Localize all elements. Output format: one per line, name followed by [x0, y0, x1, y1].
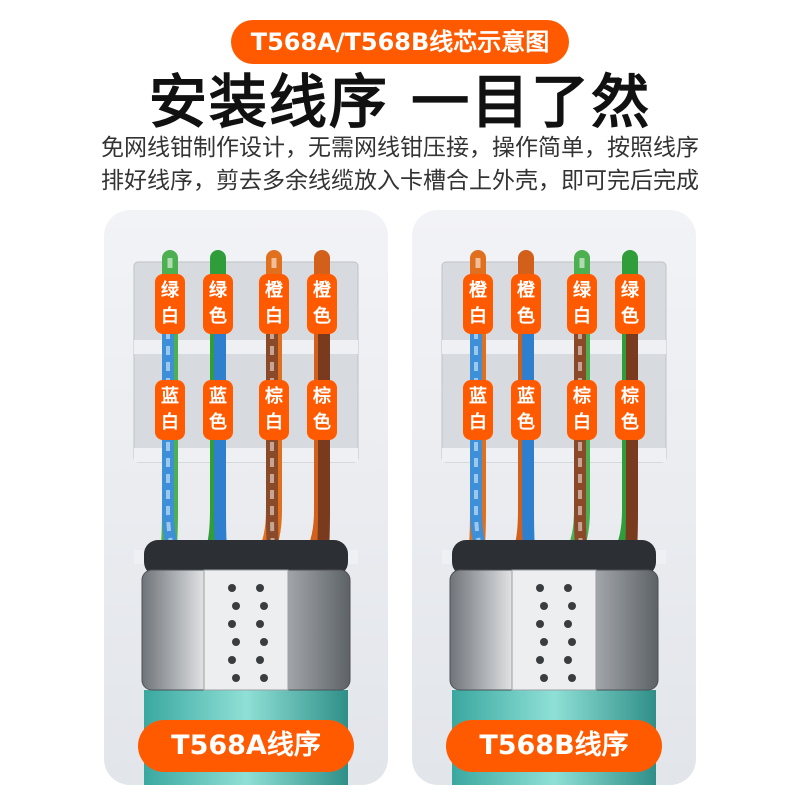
wire-type-text: 色	[313, 306, 331, 327]
wire-label: 橙白	[463, 274, 493, 334]
wire	[624, 324, 638, 566]
wire-color-text: 橙	[469, 280, 487, 301]
wire-color-text: 橙	[313, 280, 331, 301]
wire-type-text: 色	[517, 412, 535, 433]
wire-color-text: 橙	[265, 280, 283, 301]
wire-label: 棕色	[307, 380, 337, 440]
wire-color-text: 蓝	[209, 386, 227, 407]
connector-illustration	[133, 250, 359, 785]
wire-label: 绿色	[615, 274, 645, 334]
wire-type-text: 白	[265, 412, 283, 433]
wire-type-text: 白	[161, 306, 179, 327]
description-line-1: 免网线钳制作设计，无需网线钳压接，操作简单，按照线序	[101, 135, 699, 161]
wire-type-text: 色	[621, 306, 639, 327]
wire	[522, 324, 536, 566]
wire-color-text: 蓝	[517, 386, 535, 407]
wire-type-text: 白	[265, 306, 283, 327]
wire-color-text: 橙	[517, 280, 535, 301]
wire-type-text: 色	[209, 306, 227, 327]
wire-color-text: 蓝	[469, 386, 487, 407]
wire-label: 蓝色	[203, 380, 233, 440]
wire-label: 棕白	[567, 380, 597, 440]
wire-color-text: 棕	[265, 386, 283, 407]
description: 免网线钳制作设计，无需网线钳压接，操作简单，按照线序 排好线序，剪去多余线缆放入…	[0, 132, 800, 198]
wire-label: 蓝白	[463, 380, 493, 440]
wire-color-text: 绿	[209, 280, 227, 301]
wire-label: 蓝白	[155, 380, 185, 440]
grip-dot	[228, 584, 236, 592]
headline: 安装线序 一目了然	[148, 68, 652, 136]
grip-dot	[232, 602, 240, 610]
wire-label: 蓝色	[511, 380, 541, 440]
grip-dot	[568, 638, 576, 646]
grip-dot	[228, 656, 236, 664]
nut-collar	[452, 540, 656, 576]
wire-label: 橙色	[511, 274, 541, 334]
grip-dot	[228, 620, 236, 628]
wire-color-text: 绿	[161, 280, 179, 301]
t568b-panel: T568B线序 橙白橙色绿白绿色蓝白蓝色棕白棕色	[412, 210, 696, 785]
grip-dot	[564, 584, 572, 592]
wire	[214, 324, 228, 566]
wire-type-text: 白	[469, 306, 487, 327]
grip-dot	[260, 638, 268, 646]
wire-label: 棕色	[615, 380, 645, 440]
grip-dot	[540, 602, 548, 610]
wire-label: 棕白	[259, 380, 289, 440]
grip-dot	[568, 602, 576, 610]
t568a-label: T568A线序	[138, 720, 354, 772]
title-badge: T568A/T568B线芯示意图	[231, 20, 569, 64]
wire-type-text: 色	[209, 412, 227, 433]
grip-dot	[536, 584, 544, 592]
grip-dot	[568, 674, 576, 682]
wire-type-text: 色	[517, 306, 535, 327]
wire-color-text: 绿	[573, 280, 591, 301]
grip-dot	[536, 656, 544, 664]
grip-dot	[256, 656, 264, 664]
wire-color-text: 蓝	[161, 386, 179, 407]
nut-collar	[144, 540, 348, 576]
wire	[316, 324, 330, 566]
grip-dot	[540, 674, 548, 682]
t568b-label: T568B线序	[446, 720, 662, 772]
wire-label: 绿白	[155, 274, 185, 334]
grip-dot	[232, 674, 240, 682]
grip-dot	[256, 620, 264, 628]
t568a-panel: T568A线序 绿白绿色橙白橙色蓝白蓝色棕白棕色	[104, 210, 388, 785]
grip-dot	[260, 674, 268, 682]
wire-type-text: 色	[313, 412, 331, 433]
wire-label: 橙色	[307, 274, 337, 334]
wire-type-text: 白	[161, 412, 179, 433]
wire-label: 橙白	[259, 274, 289, 334]
wire-color-text: 棕	[621, 386, 639, 407]
wire-color-text: 棕	[313, 386, 331, 407]
grip-dot	[564, 620, 572, 628]
connector-illustration	[441, 250, 667, 785]
grip-dot	[256, 584, 264, 592]
wire-label: 绿白	[567, 274, 597, 334]
grip-dot	[232, 638, 240, 646]
wire-type-text: 白	[573, 412, 591, 433]
grip-dot	[540, 638, 548, 646]
wire-color-text: 绿	[621, 280, 639, 301]
grip-dot	[536, 620, 544, 628]
grip-dot	[260, 602, 268, 610]
wire-label: 绿色	[203, 274, 233, 334]
wire-type-text: 白	[573, 306, 591, 327]
grip-dot	[564, 656, 572, 664]
wire-type-text: 白	[469, 412, 487, 433]
description-line-2: 排好线序，剪去多余线缆放入卡槽合上外壳，即可完后完成	[101, 168, 699, 194]
wire-type-text: 色	[621, 412, 639, 433]
wire-color-text: 棕	[573, 386, 591, 407]
